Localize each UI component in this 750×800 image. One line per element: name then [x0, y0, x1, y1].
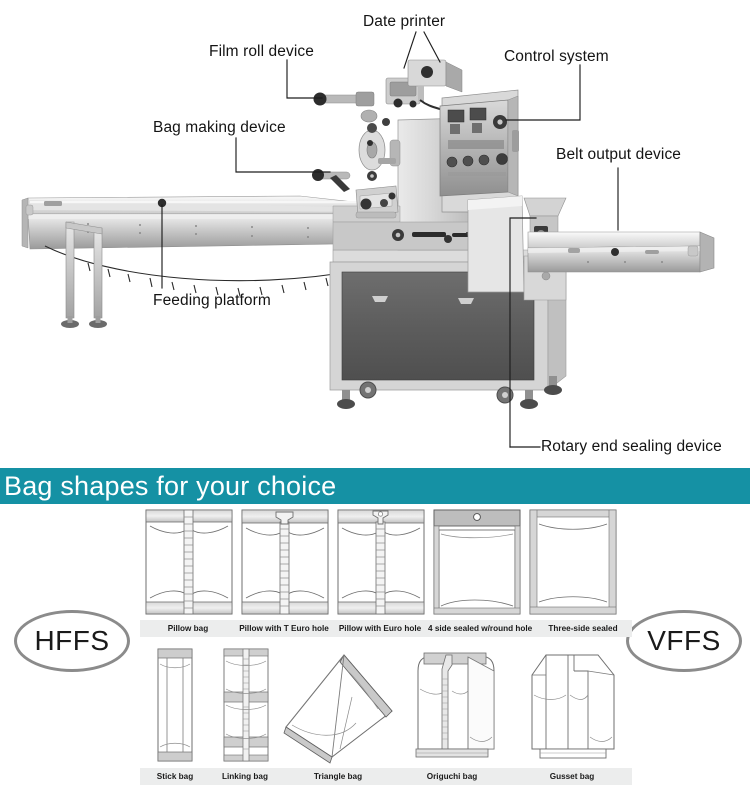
machine-diagram-panel: Date printer Film roll device Control sy…: [21, 13, 722, 455]
hffs-badge: HFFS: [14, 610, 130, 672]
bag-row-2-label-strip: [140, 768, 632, 785]
bag-label-three-side-sealed: Three-side sealed: [548, 624, 618, 633]
bag-label-gusset-bag: Gusset bag: [549, 772, 595, 781]
packaging-machine-illustration: [21, 31, 715, 448]
bag-label-stick-bag: Stick bag: [156, 772, 194, 781]
bag-label-triangle-bag: Triangle bag: [313, 772, 363, 781]
bag-row-1-label-strip: [140, 620, 632, 637]
callout-date-printer: Date printer: [363, 13, 446, 30]
callout-film-roll-device: Film roll device: [209, 43, 314, 60]
hffs-badge-label: HFFS: [34, 625, 110, 656]
callout-control-system: Control system: [504, 48, 609, 65]
callout-bag-making-device: Bag making device: [153, 119, 286, 136]
vffs-badge-label: VFFS: [647, 625, 721, 656]
bag-label-pillow-with-t-euro-hole: Pillow with T Euro hole: [239, 624, 329, 633]
bag-label-4-side-sealed-round-hole: 4 side sealed w/round hole: [428, 624, 533, 633]
vffs-badge: VFFS: [626, 610, 742, 672]
callout-belt-output-device: Belt output device: [556, 146, 682, 163]
callout-rotary-end-sealing-device: Rotary end sealing device: [541, 438, 722, 455]
bag-label-pillow-with-euro-hole: Pillow with Euro hole: [338, 624, 422, 633]
bag-label-origuchi-bag: Origuchi bag: [426, 772, 478, 781]
bag-row-1-illustrations: [145, 509, 617, 615]
callout-feeding-platform: Feeding platform: [153, 292, 271, 309]
bag-row-2-illustrations: [157, 648, 615, 764]
bag-shapes-banner: Bag shapes for your choice: [0, 468, 750, 504]
bag-shapes-banner-title: Bag shapes for your choice: [4, 470, 337, 501]
bag-label-linking-bag: Linking bag: [222, 772, 268, 781]
bag-label-pillow-bag: Pillow bag: [167, 624, 209, 633]
